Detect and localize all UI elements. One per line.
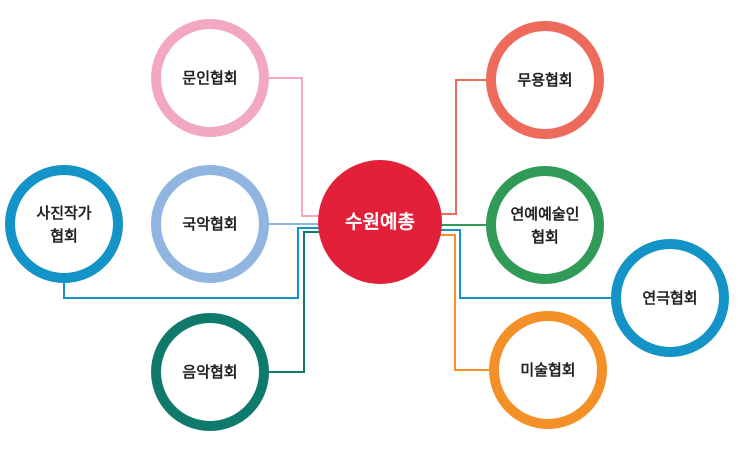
connectors xyxy=(63,77,614,373)
node-dance: 무용협회 xyxy=(486,21,604,139)
node-label-art: 미술협회 xyxy=(520,361,575,379)
node-label-entertainment-line2: 협회 xyxy=(531,228,559,246)
center-node: 수원예총 xyxy=(318,160,442,284)
connector-theater xyxy=(437,229,614,299)
node-music: 음악협회 xyxy=(151,313,269,431)
node-theater: 연극협회 xyxy=(611,239,729,357)
node-label-music: 음악협회 xyxy=(182,363,237,381)
node-label-photo-line2: 협회 xyxy=(50,227,78,245)
node-label-literature: 문인협회 xyxy=(182,69,237,87)
node-label-theater: 연극협회 xyxy=(642,289,697,307)
node-art: 미술협회 xyxy=(489,311,607,429)
node-label-dance: 무용협회 xyxy=(517,71,572,89)
connector-music xyxy=(256,231,323,373)
node-literature: 문인협회 xyxy=(151,19,269,137)
node-photo: 사진작가 협회 xyxy=(5,165,123,283)
center-label: 수원예총 xyxy=(345,211,415,233)
connector-photo xyxy=(63,227,323,299)
connector-literature xyxy=(262,77,323,217)
connector-dance xyxy=(437,79,489,215)
node-gugak: 국악협회 xyxy=(151,165,269,283)
node-label-gugak: 국악협회 xyxy=(182,215,237,233)
connector-art xyxy=(437,234,492,371)
node-label-photo-line1: 사진작가 xyxy=(36,204,91,222)
node-label-entertainment-line1: 연예예술인 xyxy=(510,205,579,223)
node-entertainment: 연예예술인 협회 xyxy=(486,166,604,284)
